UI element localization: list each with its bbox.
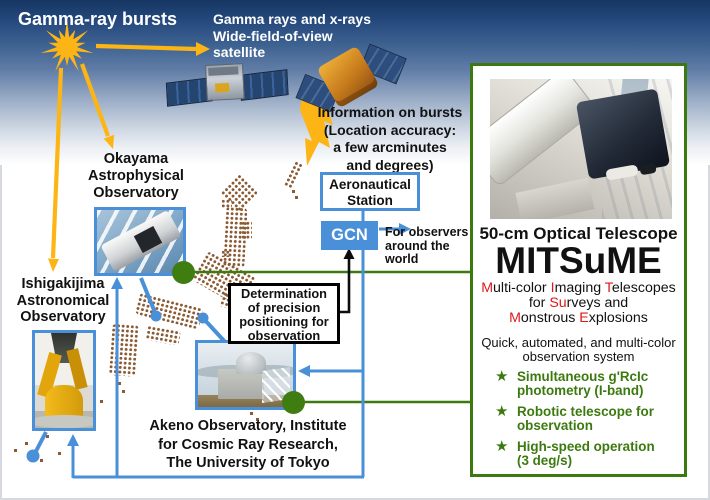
green-node-okayama [172,261,195,284]
mitsume-acronym: MITSuME [495,240,662,281]
info-bursts-note: Information on bursts (Location accuracy… [312,104,468,174]
island-dot [58,452,61,455]
determination-box: Determination of precision positioning f… [228,283,340,344]
satellite-caption-line: Gamma rays and x-rays [213,11,371,27]
aeronautical-line: Aeronautical [329,177,411,192]
info-line: a few arcminutes [333,139,447,155]
okayama-photo [94,207,186,276]
mitsume-panel: 50-cm Optical Telescope MITSuME Multi-co… [470,63,687,477]
system-description-line: observation system [522,348,635,364]
satellite-2-image [295,43,407,113]
satellite-1-image [165,55,289,113]
map-tohoku-east [241,221,252,240]
satellite-caption: Gamma rays and x-rays Wide-field-of-view… [213,11,371,61]
map-kyushu [108,323,140,377]
star-icon: ★ [495,368,509,385]
ishigakijima-label-line: Astronomical [16,292,110,309]
ishigakijima-label-line: Ishigakijima [21,276,105,292]
determination-line: of precision [247,300,321,315]
akeno-label-line: for Cosmic Ray Research, [158,436,338,453]
island-dot [292,190,295,193]
star-icon: ★ [495,403,509,420]
green-node-akeno [282,391,305,414]
satellite-caption-line: satellite [213,44,266,60]
determination-line: observation [247,328,321,343]
system-description-line: Quick, automated, and multi-color [481,335,676,350]
okayama-label: Okayama Astrophysical Observatory [70,151,202,202]
gcn-note: For observers around the world [385,225,471,267]
akeno-label-line: The University of Tokyo [166,455,330,471]
akeno-label: Akeno Observatory, Institute for Cosmic … [128,417,368,473]
system-description: Quick, automated, and multi-color observ… [473,336,684,363]
gcn-note-line: For observers [385,225,469,239]
island-dot [46,435,49,438]
satellite-1-gold-detail [214,82,230,93]
satellite-1-solar-panel [239,69,289,101]
okayama-label-line: Observatory [93,185,179,201]
ishigaki-telescope-base [45,385,83,419]
info-line: and degrees) [346,156,434,173]
gamma-ray-bursts-title: Gamma-ray bursts [18,9,178,29]
telescope-photo [490,79,672,219]
island-dot [14,449,17,452]
acronym-expansion-line: for Surveys and [528,295,629,311]
island-dot [40,459,43,462]
photo-caption: 50-cm Optical Telescope [479,224,678,243]
info-line: (Location accuracy: [323,121,457,138]
island-dot [295,196,298,199]
akeno-photo [195,340,296,410]
akeno-label-line: Akeno Observatory, Institute [149,418,347,434]
determination-line: Determination [240,286,328,301]
aeronautical-station-box: Aeronautical Station [320,172,420,211]
satellite-1-body [204,63,245,102]
map-sado [221,250,229,257]
akeno-dome [236,352,266,374]
map-chugoku [134,292,204,330]
aeronautical-line: Station [347,193,393,208]
gcn-note-line: world [385,252,419,266]
ishigakijima-photo [32,330,96,431]
okayama-label-line: Okayama [103,151,169,167]
gcn-note-line: around the [385,238,450,253]
ishigaki-floor [35,415,93,428]
island-dot [118,382,121,385]
map-hokkaido-tail [221,199,232,208]
map-shikoku [144,325,182,346]
okayama-label-line: Astrophysical [88,168,184,184]
satellite-caption-line: Wide-field-of-view [213,27,333,44]
ishigakijima-label-line: Observatory [20,309,106,325]
gcn-box: GCN [321,221,378,250]
feature-text: High-speed operation(3 deg/s) [517,439,655,468]
star-icon: ★ [495,438,509,455]
telescope-mount [515,177,595,219]
determination-line: positioning for [239,314,329,329]
akeno-building [218,369,264,399]
island-dot [100,400,103,403]
island-dot [256,418,259,421]
island-dot [122,390,125,393]
island-dot [25,442,28,445]
acronym-expansion-line: Multi-color Imaging Telescopes [481,280,676,296]
satellite-1-top [208,66,239,76]
acronym-expansion-line: Monstrous Explosions [509,310,648,326]
island-dot [250,412,253,415]
feature-item: ★ High-speed operation(3 deg/s) [495,438,684,468]
ishigakijima-label: Ishigakijima Astronomical Observatory [0,276,126,326]
info-line: Information on bursts [317,104,463,120]
